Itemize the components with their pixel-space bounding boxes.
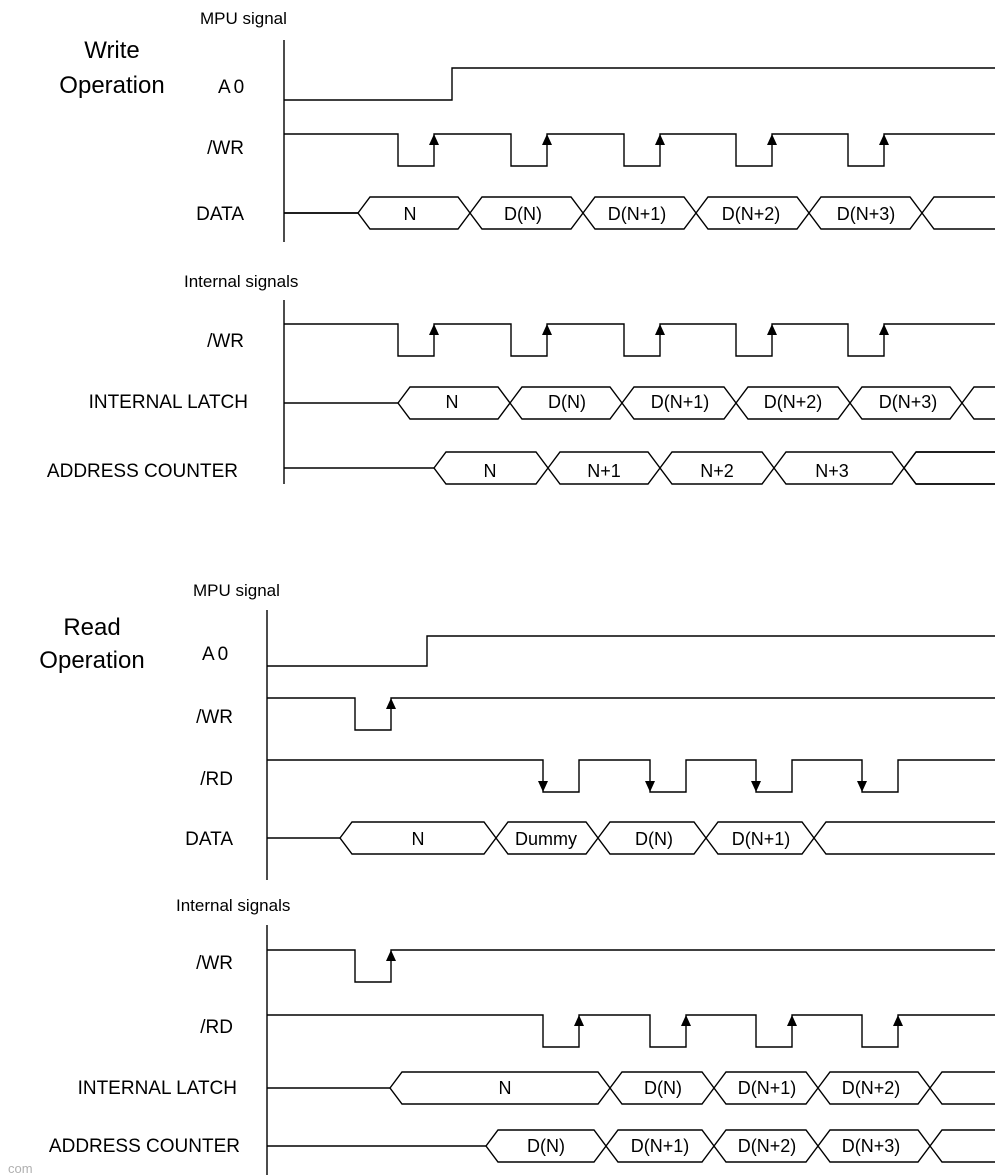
read-int-wr-label: /WR: [196, 953, 233, 974]
read-int-wr-wave: [267, 949, 995, 983]
read-mpu-signal-header: MPU signal: [193, 581, 280, 600]
write-latch-bus-cells: [397, 386, 963, 420]
read-counter-value: D(N+1): [631, 1136, 690, 1156]
write-data-value: D(N+1): [608, 204, 667, 224]
rising-edge-arrow-icon: [879, 134, 889, 145]
write-data-value: D(N+3): [837, 204, 896, 224]
write-counter-bus-tail: [903, 451, 995, 485]
read-counter-bus-cells: [485, 1129, 931, 1163]
rising-edge-arrow-icon: [787, 1015, 797, 1026]
read-counter-value: D(N): [527, 1136, 565, 1156]
write-counter-tail: [916, 451, 995, 485]
rising-edge-arrow-icon: [879, 324, 889, 335]
read-title-line2: Operation: [39, 647, 144, 674]
read-counter-bus-tail: [929, 1129, 995, 1163]
falling-edge-arrow-icon: [645, 781, 655, 792]
read-data-bus-cells: [339, 821, 815, 855]
falling-edge-arrow-icon: [751, 781, 761, 792]
read-data-value: Dummy: [515, 829, 577, 849]
write-counter-bus-cells: [433, 451, 905, 485]
read-counter-label: ADDRESS COUNTER: [49, 1136, 240, 1157]
write-mpu-signal-header: MPU signal: [200, 9, 287, 28]
rising-edge-arrow-icon: [386, 950, 396, 961]
read-latch-value: D(N): [644, 1078, 682, 1098]
watermark-text: com: [8, 1161, 33, 1175]
read-data-value: D(N+1): [732, 829, 791, 849]
read-wr-wave: [267, 697, 995, 731]
write-title-line1: Write: [84, 37, 140, 64]
read-latch-bus-cells: [389, 1071, 931, 1105]
rising-edge-arrow-icon: [429, 134, 439, 145]
rising-edge-arrow-icon: [893, 1015, 903, 1026]
write-latch-value: D(N): [548, 392, 586, 412]
read-title-line1: Read: [63, 614, 120, 641]
write-latch-bus-tail: [961, 386, 995, 420]
rising-edge-arrow-icon: [767, 134, 777, 145]
read-latch-value: N: [499, 1078, 512, 1098]
write-int-wr-wave: [284, 323, 995, 357]
write-latch-value: N: [446, 392, 459, 412]
write-data-value: N: [404, 204, 417, 224]
write-counter-value: N+2: [700, 461, 734, 481]
read-data-label: DATA: [185, 829, 233, 850]
rising-edge-arrow-icon: [655, 324, 665, 335]
read-counter-value: D(N+2): [738, 1136, 797, 1156]
read-counter-value: D(N+3): [842, 1136, 901, 1156]
read-data-value: N: [412, 829, 425, 849]
write-int-wr-label: /WR: [207, 331, 244, 352]
write-latch-label: INTERNAL LATCH: [89, 392, 248, 413]
write-a0-label: A0: [218, 77, 247, 98]
write-counter-end: [903, 451, 917, 469]
rising-edge-arrow-icon: [767, 324, 777, 335]
write-latch-value: D(N+3): [879, 392, 938, 412]
read-int-rd-label: /RD: [200, 1017, 233, 1038]
write-data-value: D(N+2): [722, 204, 781, 224]
rising-edge-arrow-icon: [574, 1015, 584, 1026]
read-int-rd-wave: [267, 1014, 995, 1048]
write-internal-header: Internal signals: [184, 272, 298, 291]
write-latch-value: D(N+1): [651, 392, 710, 412]
read-a0-wave: [267, 635, 995, 667]
write-a0-wave: [284, 67, 995, 101]
read-latch-label: INTERNAL LATCH: [78, 1078, 237, 1099]
write-wr-wave: [284, 133, 995, 167]
rising-edge-arrow-icon: [542, 324, 552, 335]
read-latch-value: D(N+1): [738, 1078, 797, 1098]
write-counter-value: N: [484, 461, 497, 481]
read-data-value: D(N): [635, 829, 673, 849]
write-data-value: D(N): [504, 204, 542, 224]
read-wr-label: /WR: [196, 707, 233, 728]
write-data-label: DATA: [196, 204, 244, 225]
falling-edge-arrow-icon: [538, 781, 548, 792]
read-latch-value: D(N+2): [842, 1078, 901, 1098]
write-data-bus-cells: [357, 196, 923, 230]
write-counter-label: ADDRESS COUNTER: [47, 461, 238, 482]
read-a0-label: A0: [202, 644, 231, 665]
read-latch-bus-tail: [929, 1071, 995, 1105]
write-counter-value: N+1: [587, 461, 621, 481]
rising-edge-arrow-icon: [542, 134, 552, 145]
read-data-bus-tail: [813, 821, 995, 855]
read-rd-wave: [267, 759, 995, 793]
rising-edge-arrow-icon: [429, 324, 439, 335]
write-wr-label: /WR: [207, 138, 244, 159]
read-internal-header: Internal signals: [176, 896, 290, 915]
write-counter-end: [903, 467, 917, 485]
rising-edge-arrow-icon: [681, 1015, 691, 1026]
rising-edge-arrow-icon: [655, 134, 665, 145]
falling-edge-arrow-icon: [857, 781, 867, 792]
read-rd-label: /RD: [200, 769, 233, 790]
write-latch-value: D(N+2): [764, 392, 823, 412]
rising-edge-arrow-icon: [386, 698, 396, 709]
write-title-line2: Operation: [59, 72, 164, 99]
write-data-bus-tail: [921, 196, 995, 230]
write-counter-value: N+3: [815, 461, 849, 481]
